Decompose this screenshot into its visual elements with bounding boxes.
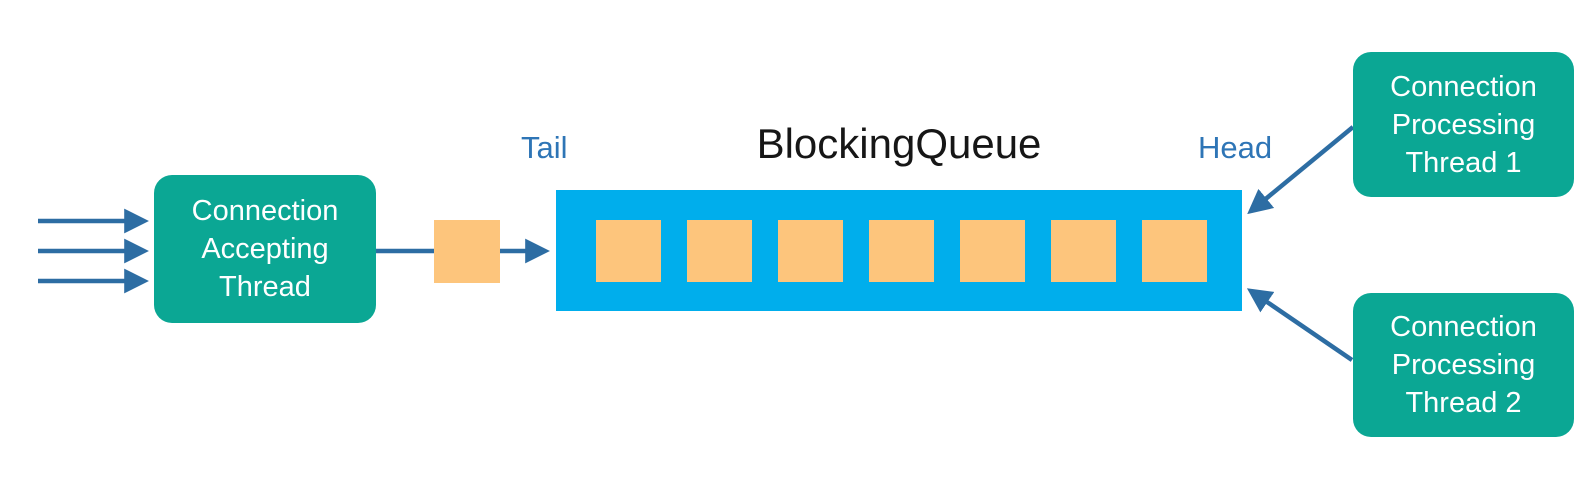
node-connection-processing-thread-2-label: Connection Processing Thread 2 — [1390, 311, 1537, 419]
queue-slot — [869, 219, 934, 282]
node-connection-processing-thread-1: Connection Processing Thread 1 — [1353, 52, 1574, 197]
dequeue-arrow-thread-1 — [1247, 125, 1355, 215]
queue-slot — [687, 219, 752, 282]
queue-slot — [778, 219, 843, 282]
queue-slot — [596, 219, 661, 282]
queue-slot — [1142, 219, 1207, 282]
queue-slot — [1051, 219, 1116, 282]
queue-slot — [960, 219, 1025, 282]
node-connection-processing-thread-1-label: Connection Processing Thread 1 — [1390, 70, 1537, 179]
blocking-queue-container — [556, 190, 1242, 311]
head-label: Head — [1198, 130, 1273, 165]
node-connection-processing-thread-2: Connection Processing Thread 2 — [1353, 293, 1574, 437]
queue-title: BlockingQueue — [756, 120, 1042, 167]
tail-label: Tail — [521, 130, 568, 165]
node-connection-accepting-thread-label: Connection Accepting Thread — [191, 195, 339, 303]
dequeue-arrow-thread-2 — [1246, 288, 1354, 362]
queue-item-in-transit — [434, 220, 500, 283]
node-connection-accepting-thread: Connection Accepting Thread — [154, 175, 376, 323]
